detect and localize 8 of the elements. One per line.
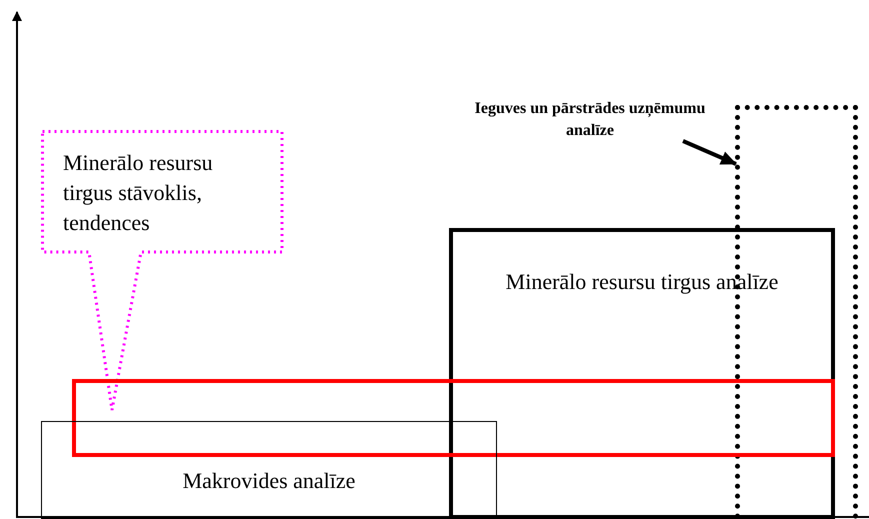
section-frame bbox=[449, 228, 835, 519]
callout-label: Minerālo resursu tirgus stāvoklis, tendences bbox=[63, 149, 214, 237]
section-label: Minerālo resursu tirgus analīze bbox=[504, 268, 780, 296]
heading-label: Ieguves un pārstrādes uzņēmumu analīze bbox=[474, 99, 706, 141]
section-frame bbox=[41, 421, 497, 519]
highlight-frame bbox=[72, 379, 835, 457]
section-label: Makrovides analīze bbox=[182, 467, 356, 495]
arrow bbox=[682, 139, 737, 166]
